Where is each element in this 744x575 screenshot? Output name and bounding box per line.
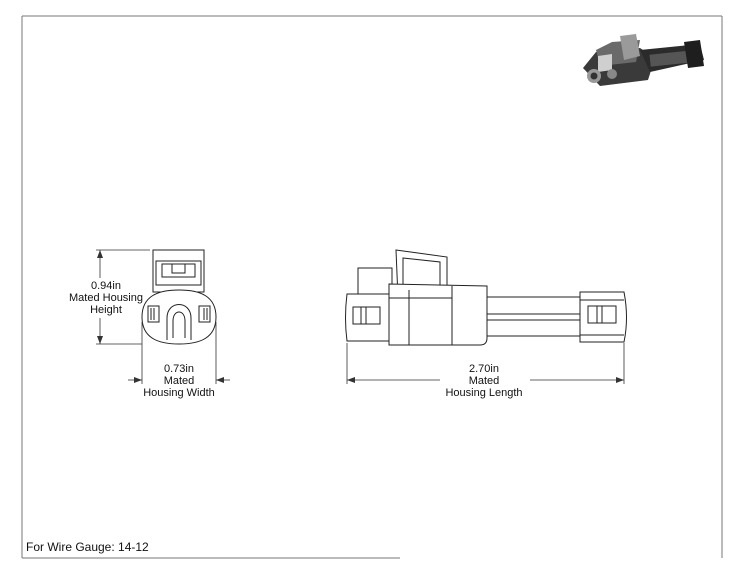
height-caption-1: Mated Housing xyxy=(69,292,143,304)
length-caption-2: Housing Length xyxy=(445,387,523,399)
width-caption-2: Housing Width xyxy=(143,387,215,399)
height-dimension-label: 0.94in Mated Housing Height xyxy=(56,280,156,316)
wire-gauge-note: For Wire Gauge: 14-12 xyxy=(26,540,149,554)
dimension-lines xyxy=(96,249,625,384)
dimension-arrows xyxy=(97,250,624,383)
side-view xyxy=(345,249,627,346)
height-caption-2: Height xyxy=(90,304,122,316)
width-dimension-label: 0.73in Mated Housing Width xyxy=(129,363,229,399)
length-caption-1: Mated xyxy=(468,375,500,387)
front-view xyxy=(141,249,217,345)
isometric-thumbnail xyxy=(583,34,704,86)
sheet-border xyxy=(21,15,723,559)
length-value: 2.70in xyxy=(469,363,499,375)
width-value: 0.73in xyxy=(164,363,194,375)
width-caption-1: Mated xyxy=(163,375,195,387)
length-dimension-label: 2.70in Mated Housing Length xyxy=(434,363,534,399)
height-value: 0.94in xyxy=(91,280,121,292)
